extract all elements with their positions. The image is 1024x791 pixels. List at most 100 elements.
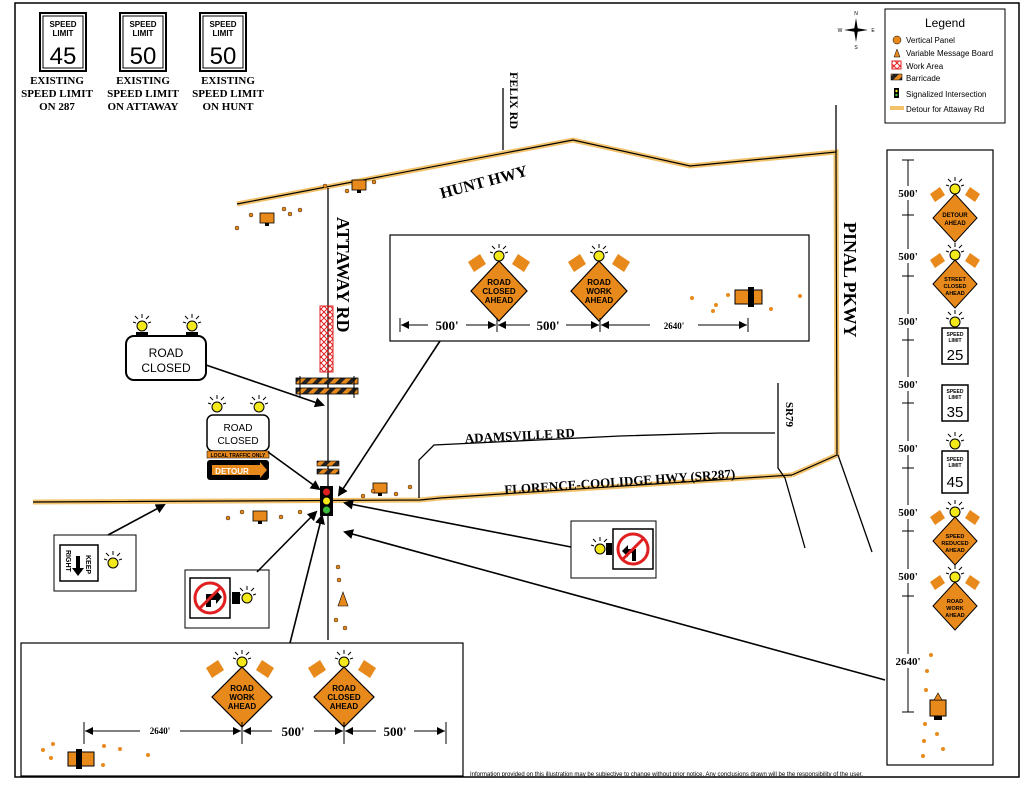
svg-text:LOCAL TRAFFIC ONLY: LOCAL TRAFFIC ONLY [211, 453, 266, 459]
svg-text:LIMIT: LIMIT [948, 463, 961, 469]
svg-text:N: N [854, 11, 858, 17]
svg-text:DETOUR: DETOUR [215, 467, 249, 476]
svg-text:CLOSED: CLOSED [482, 287, 516, 296]
svg-text:500': 500' [898, 188, 918, 200]
svg-text:WORK: WORK [229, 693, 255, 702]
barricade-attaway-south [316, 460, 340, 475]
svg-text:AHEAD: AHEAD [585, 296, 614, 305]
svg-text:EXISTING: EXISTING [116, 75, 170, 87]
svg-text:500': 500' [536, 318, 559, 333]
svg-text:ROAD: ROAD [487, 278, 511, 287]
svg-text:2640': 2640' [150, 726, 171, 736]
barricade-attaway-north [295, 376, 359, 398]
svg-text:Barricade: Barricade [906, 74, 941, 83]
advance-warning-box-south: ROAD WORK AHEAD ROAD CLOSED AHEAD 2640' … [20, 642, 464, 777]
svg-text:SPEED: SPEED [49, 20, 76, 29]
svg-text:45: 45 [50, 43, 77, 70]
message-board-southwest [252, 510, 268, 525]
svg-text:W: W [838, 28, 843, 34]
speed-limit-sign-1: SPEED LIMIT 45 EXISTING SPEED LIMIT ON 2… [21, 12, 94, 113]
svg-text:CLOSED: CLOSED [217, 436, 258, 447]
svg-text:500': 500' [898, 507, 918, 519]
svg-text:SPEED: SPEED [947, 457, 964, 463]
svg-text:DETOUR: DETOUR [942, 213, 968, 219]
svg-text:SPEED: SPEED [947, 332, 964, 338]
svg-text:500': 500' [281, 724, 304, 739]
message-board-south [337, 591, 349, 607]
label-adamsville-rd: ADAMSVILLE RD [464, 425, 575, 446]
svg-text:25: 25 [947, 347, 964, 364]
svg-text:Vertical Panel: Vertical Panel [906, 36, 955, 45]
speed-limit-sign-2: SPEED LIMIT 50 EXISTING SPEED LIMIT ON A… [107, 12, 180, 113]
svg-text:500': 500' [898, 251, 918, 263]
svg-text:SPEED: SPEED [129, 20, 156, 29]
svg-text:WORK: WORK [586, 287, 612, 296]
svg-text:500': 500' [898, 379, 918, 391]
svg-text:2640': 2640' [895, 656, 920, 668]
svg-text:ON ATTAWAY: ON ATTAWAY [107, 101, 178, 113]
message-board-west [259, 212, 275, 227]
svg-text:KEEP: KEEP [84, 555, 91, 574]
svg-text:WORK: WORK [946, 606, 963, 612]
advance-warning-box-north: ROAD CLOSED AHEAD ROAD WORK AHEAD 500' 5… [389, 234, 810, 342]
svg-text:SPEED: SPEED [946, 534, 965, 540]
svg-text:AHEAD: AHEAD [945, 291, 965, 297]
message-board-hunt [351, 179, 367, 194]
svg-text:ROAD: ROAD [149, 346, 184, 360]
svg-text:ROAD: ROAD [587, 278, 611, 287]
label-florence-coolidge-hwy: FLORENCE-COOLIDGE HWY (SR287) [504, 466, 736, 497]
svg-text:Work Area: Work Area [906, 62, 944, 71]
svg-text:STREET: STREET [944, 277, 966, 283]
svg-text:CLOSED: CLOSED [141, 361, 191, 375]
svg-text:SPEED: SPEED [947, 389, 964, 395]
disclaimer: Information provided on this illustratio… [470, 772, 863, 778]
message-board-east [372, 482, 388, 497]
svg-text:35: 35 [947, 404, 964, 421]
svg-text:500': 500' [898, 443, 918, 455]
svg-text:ROAD: ROAD [230, 684, 254, 693]
svg-text:Detour for Attaway Rd: Detour for Attaway Rd [906, 105, 984, 114]
svg-text:AHEAD: AHEAD [485, 296, 514, 305]
detour-sign-sequence: 500' 500' 500' 500' 500' 500' 500' 2640'… [886, 149, 994, 766]
svg-text:50: 50 [210, 43, 237, 70]
svg-text:REDUCED: REDUCED [941, 541, 968, 547]
svg-text:S: S [854, 45, 858, 51]
svg-text:ROAD: ROAD [947, 599, 963, 605]
label-attaway-rd: ATTAWAY RD [333, 217, 353, 333]
svg-text:SPEED: SPEED [209, 20, 236, 29]
work-area [319, 305, 334, 373]
svg-text:LIMIT: LIMIT [948, 338, 961, 344]
svg-text:Legend: Legend [925, 16, 965, 30]
legend: Legend Vertical Panel Variable Message B… [884, 8, 1006, 124]
svg-text:AHEAD: AHEAD [330, 702, 359, 711]
svg-text:45: 45 [947, 474, 964, 491]
no-left-turn-sign-west [184, 569, 270, 629]
svg-text:LIMIT: LIMIT [53, 29, 74, 38]
svg-text:EXISTING: EXISTING [30, 75, 84, 87]
svg-text:SPEED LIMIT: SPEED LIMIT [107, 88, 179, 100]
svg-text:Signalized Intersection: Signalized Intersection [906, 90, 987, 99]
road-closed-detour-sign: ROAD CLOSED LOCAL TRAFFIC ONLY DETOUR [206, 394, 270, 480]
svg-text:CLOSED: CLOSED [327, 693, 361, 702]
vertical-panels [225, 179, 413, 631]
svg-text:500': 500' [435, 318, 458, 333]
svg-text:500': 500' [383, 724, 406, 739]
svg-text:ROAD: ROAD [224, 423, 253, 434]
svg-text:ON HUNT: ON HUNT [202, 101, 254, 113]
roads [32, 88, 873, 640]
svg-text:CLOSED: CLOSED [944, 284, 967, 290]
svg-text:500': 500' [898, 316, 918, 328]
svg-text:50: 50 [130, 43, 157, 70]
road-closed-sign-large: ROAD CLOSED [125, 313, 207, 381]
svg-text:AHEAD: AHEAD [945, 548, 965, 554]
svg-text:Variable Message Board: Variable Message Board [906, 49, 993, 58]
map-frame [14, 2, 1020, 778]
no-left-turn-sign-east [570, 520, 657, 579]
svg-text:LIMIT: LIMIT [213, 29, 234, 38]
label-felix-rd: FELIX RD [507, 72, 521, 129]
svg-text:SPEED LIMIT: SPEED LIMIT [21, 88, 93, 100]
traffic-signal [320, 486, 333, 516]
pointer-arrows [107, 340, 886, 681]
svg-text:2640': 2640' [664, 321, 685, 331]
